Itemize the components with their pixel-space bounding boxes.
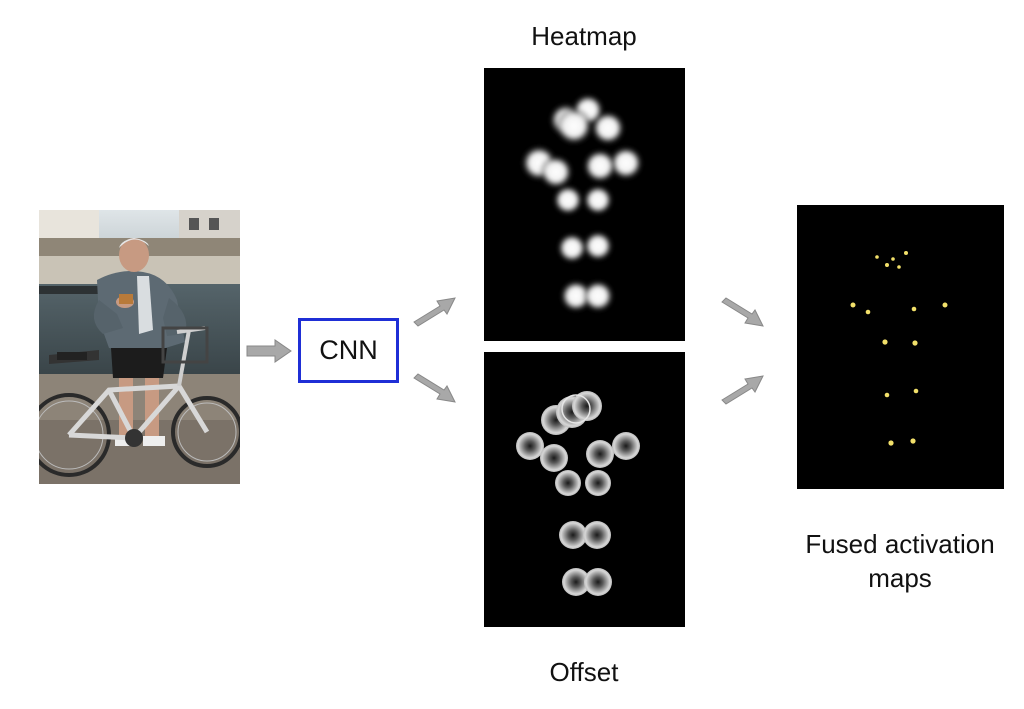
cnn-label: CNN	[319, 335, 378, 365]
cnn-box: CNN	[298, 318, 399, 383]
arrow-offset-to-fused	[718, 370, 768, 406]
fused-activation-title: Fused activation maps	[780, 528, 1020, 596]
offset-panel	[484, 352, 685, 627]
arrow-cnn-to-heatmap	[410, 292, 460, 328]
fused-title-line1: Fused activation	[805, 529, 995, 559]
arrow-cnn-to-offset	[410, 372, 460, 408]
fused-activation-panel	[797, 205, 1004, 489]
heatmap-panel	[484, 68, 685, 341]
arrow-photo-to-cnn	[245, 338, 295, 364]
arrow-heatmap-to-fused	[718, 296, 768, 332]
offset-title: Offset	[549, 657, 619, 687]
fused-title-line2: maps	[868, 562, 932, 593]
heatmap-title: Heatmap	[531, 21, 637, 51]
input-photo	[39, 210, 240, 484]
